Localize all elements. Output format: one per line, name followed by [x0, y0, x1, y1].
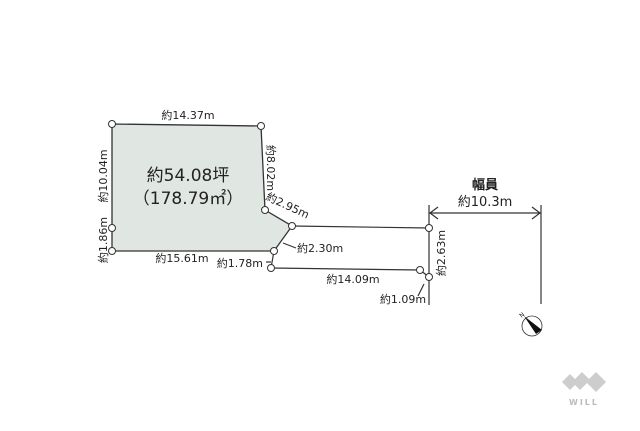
- dim-bottom: 約15.61m: [155, 251, 208, 265]
- dim-diag-lower: 約2.30m: [297, 241, 343, 255]
- dim-corner: 約1.09m: [380, 292, 426, 306]
- dim-left-upper: 約10.04m: [96, 149, 110, 202]
- vertex-markers: [108, 120, 433, 281]
- road-label: 幅員: [472, 177, 498, 193]
- svg-text:N: N: [518, 311, 526, 319]
- north-arrow-icon: N: [518, 311, 543, 337]
- dim-left-lower: 約1.86m: [96, 217, 110, 263]
- dim-top: 約14.37m: [161, 108, 214, 122]
- dim-access-end: 約2.63m: [434, 230, 448, 276]
- will-logo: WILL: [562, 372, 606, 407]
- svg-text:WILL: WILL: [569, 398, 599, 407]
- access-lines: [266, 205, 542, 305]
- road-width: 約10.3m: [458, 195, 513, 210]
- dim-right: 約8.02m: [264, 145, 278, 191]
- dim-access-length: 約14.09m: [326, 272, 379, 286]
- dim-access-width: 約1.78m: [217, 256, 263, 270]
- area-sqm: （178.79㎡）: [133, 189, 243, 209]
- area-tsubo: 約54.08坪: [147, 166, 230, 186]
